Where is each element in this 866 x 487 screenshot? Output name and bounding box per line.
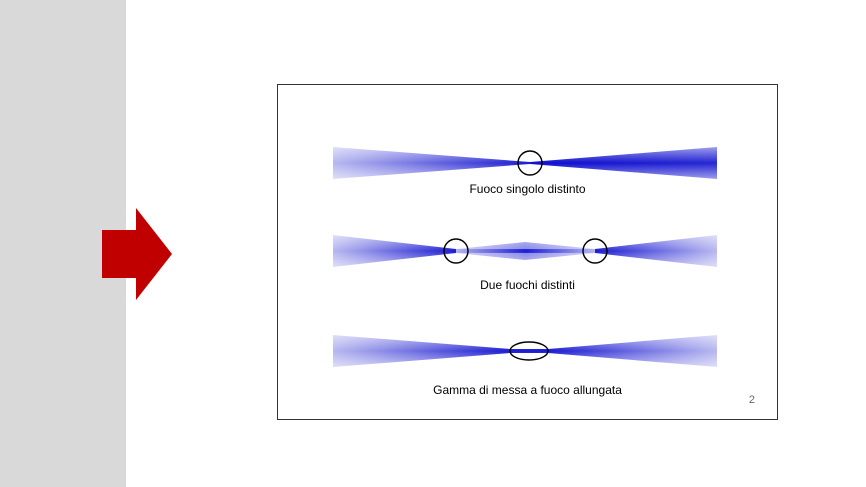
beam-single-focus: [333, 147, 717, 179]
focus-range-marker: [509, 341, 549, 361]
beam-shading: [333, 235, 717, 267]
focus-marker: [517, 150, 543, 176]
focus-marker: [582, 238, 608, 264]
caption-two-foci: Due fuochi distinti: [480, 278, 575, 292]
caption-single-focus: Fuoco singolo distinto: [469, 182, 586, 196]
focus-marker: [443, 238, 469, 264]
beam-diagrams: [333, 147, 717, 367]
right-arrow-shape: [102, 208, 172, 300]
caption-elongated-focus: Gamma di messa a fuoco allungata: [433, 383, 622, 397]
beam-elongated-focus: [333, 335, 717, 367]
right-arrow-icon: [102, 208, 172, 300]
beam-two-foci: [333, 235, 717, 267]
slide[interactable]: Fuoco singolo distinto Due fuochi distin…: [277, 84, 778, 420]
page-number: 2: [748, 394, 755, 406]
beam-shading: [333, 335, 717, 367]
